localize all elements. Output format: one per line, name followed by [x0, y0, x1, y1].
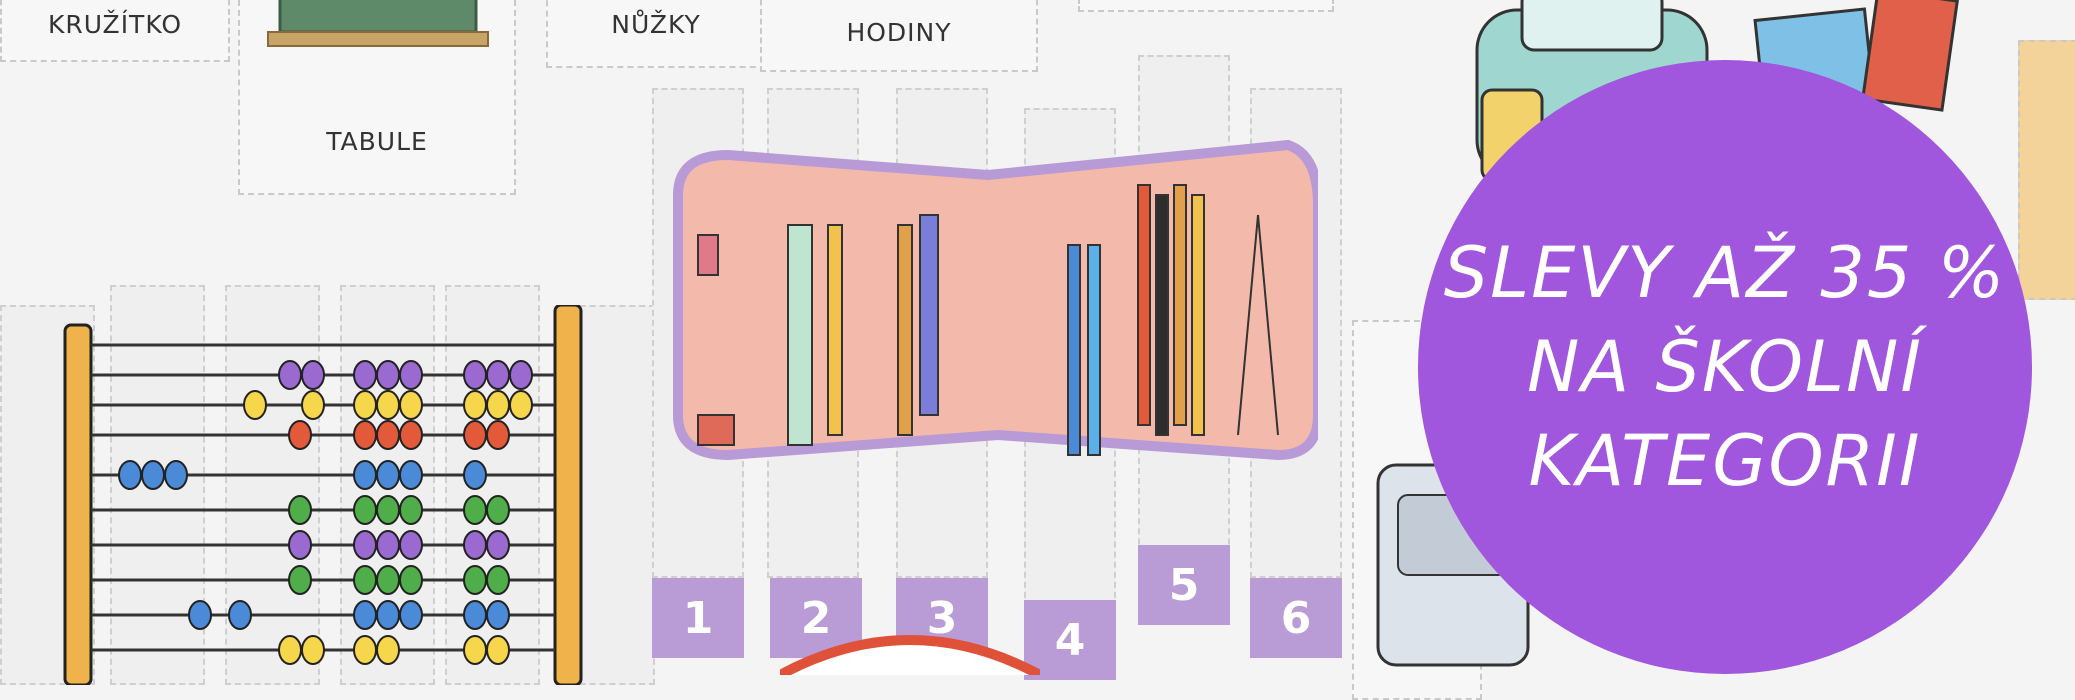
promo-line-2: NA ŠKOLNÍ — [1526, 326, 1924, 408]
pencil-case-icon — [673, 139, 1318, 461]
promo-line-3: KATEGORII — [1528, 420, 1922, 502]
card-compass: KRUŽÍTKO — [0, 0, 230, 62]
puzzle-number-6: 6 — [1250, 578, 1342, 658]
card-compass-label: KRUŽÍTKO — [47, 10, 183, 39]
card-clock-label: HODINY — [846, 18, 952, 47]
puzzle-number-5: 5 — [1138, 545, 1230, 625]
card-scissors-label: NŮŽKY — [611, 10, 701, 39]
puzzle-number-1: 1 — [652, 578, 744, 658]
card-scissors: NŮŽKY — [546, 0, 766, 68]
abacus-icon — [63, 305, 583, 685]
card-board: TABULE — [238, 0, 516, 195]
card-far-right — [2018, 40, 2075, 300]
promo-line-1: SLEVY AŽ 35 % — [1443, 232, 2007, 314]
card-top-partial — [1078, 0, 1334, 12]
blackboard-icon — [267, 0, 489, 47]
card-board-label: TABULE — [326, 127, 428, 156]
puzzle-number-4: 4 — [1024, 600, 1116, 680]
card-clock: HODINY — [760, 0, 1038, 72]
sticker-icon — [780, 635, 1040, 675]
promo-badge[interactable]: SLEVY AŽ 35 % NA ŠKOLNÍ KATEGORII — [1418, 60, 2032, 674]
